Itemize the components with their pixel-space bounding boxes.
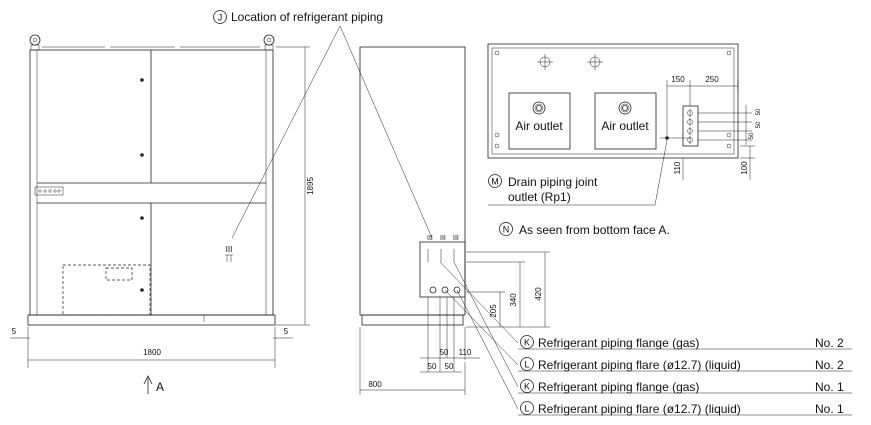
callout-m-line1: Drain piping joint	[508, 175, 598, 189]
svg-text:N: N	[503, 225, 510, 235]
dim-bottom-50-b: 50	[756, 121, 762, 128]
callout-m: M Drain piping joint outlet (Rp1)	[488, 139, 668, 206]
bottom-view: O Air outlet O Air outlet 50 50 50 15	[487, 43, 762, 180]
legend-row-2: L Refrigerant piping flare (ø12.7) (liqu…	[520, 357, 844, 372]
left-lifting-eye	[29, 34, 41, 46]
dim-50-lower-right: 50	[445, 362, 454, 371]
svg-text:L: L	[524, 360, 529, 370]
dim-height-1895: 1895	[306, 177, 315, 195]
view-marker-a: A	[156, 380, 164, 394]
dim-50-upper: 50	[440, 348, 449, 357]
dim-150: 150	[671, 75, 685, 84]
bottom-pipe-box	[682, 105, 699, 147]
callout-m-line2: outlet (Rp1)	[508, 190, 571, 204]
front-view: III 1895 1800 5 5 A	[10, 34, 315, 394]
dim-110-bottom: 110	[673, 161, 682, 174]
dim-bottom-50-c: 50	[749, 132, 755, 139]
svg-text:K: K	[524, 338, 530, 348]
svg-text:III: III	[427, 235, 433, 242]
legend-no: No. 2	[815, 358, 844, 372]
legend-text: Refrigerant piping flange (gas)	[538, 336, 699, 350]
svg-text:III: III	[453, 235, 459, 242]
dim-100-bottom: 100	[740, 161, 749, 175]
front-body	[29, 49, 274, 316]
side-body	[359, 46, 466, 316]
callout-j: J Location of refrigerant piping	[213, 10, 433, 239]
piping-box	[419, 241, 466, 298]
svg-text:M: M	[491, 177, 499, 187]
bottom-outline	[487, 43, 739, 159]
side-view: III III III 420 340 205 50 110 50 50	[359, 46, 550, 395]
dim-420: 420	[534, 287, 543, 301]
legend-no: No. 1	[815, 380, 844, 394]
legend-row-4: L Refrigerant piping flare (ø12.7) (liqu…	[520, 401, 844, 416]
legend-row-1: K Refrigerant piping flange (gas) No. 2	[520, 335, 844, 350]
dim-250: 250	[705, 75, 719, 84]
side-base	[361, 314, 464, 326]
dim-left-5: 5	[12, 327, 17, 336]
air-outlet-left	[508, 92, 571, 150]
air-outlet-left-label: Air outlet	[515, 119, 563, 133]
control-display	[34, 186, 64, 196]
legend-row-3: K Refrigerant piping flange (gas) No. 1	[520, 379, 844, 394]
front-base	[27, 314, 276, 326]
svg-text:O: O	[536, 104, 542, 113]
callout-n-text: As seen from bottom face A.	[519, 223, 670, 237]
dim-right-5: 5	[284, 327, 289, 336]
svg-text:L: L	[524, 404, 529, 414]
svg-text:III: III	[440, 235, 446, 242]
svg-text:O: O	[622, 104, 628, 113]
dim-205: 205	[489, 304, 498, 318]
legend-no: No. 1	[815, 402, 844, 416]
dim-depth-800: 800	[368, 380, 382, 389]
legend-leaders	[439, 261, 852, 416]
dim-bottom-50-a: 50	[756, 108, 762, 115]
legend-text: Refrigerant piping flare (ø12.7) (liquid…	[538, 402, 741, 416]
dim-width-1800: 1800	[143, 348, 161, 357]
legend-text: Refrigerant piping flare (ø12.7) (liquid…	[538, 358, 741, 372]
air-outlet-right	[594, 92, 657, 150]
legend-no: No. 2	[815, 336, 844, 350]
air-outlet-right-label: Air outlet	[601, 119, 649, 133]
right-lifting-eye	[263, 34, 275, 46]
dim-50-lower-left: 50	[428, 362, 437, 371]
dim-110: 110	[459, 348, 472, 357]
callout-j-text: Location of refrigerant piping	[231, 10, 383, 24]
front-pipe-mark: III	[226, 245, 233, 254]
svg-text:K: K	[524, 382, 530, 392]
callout-n: N As seen from bottom face A.	[499, 222, 670, 237]
svg-text:J: J	[218, 13, 223, 23]
dim-340: 340	[509, 293, 518, 307]
legend-text: Refrigerant piping flange (gas)	[538, 380, 699, 394]
